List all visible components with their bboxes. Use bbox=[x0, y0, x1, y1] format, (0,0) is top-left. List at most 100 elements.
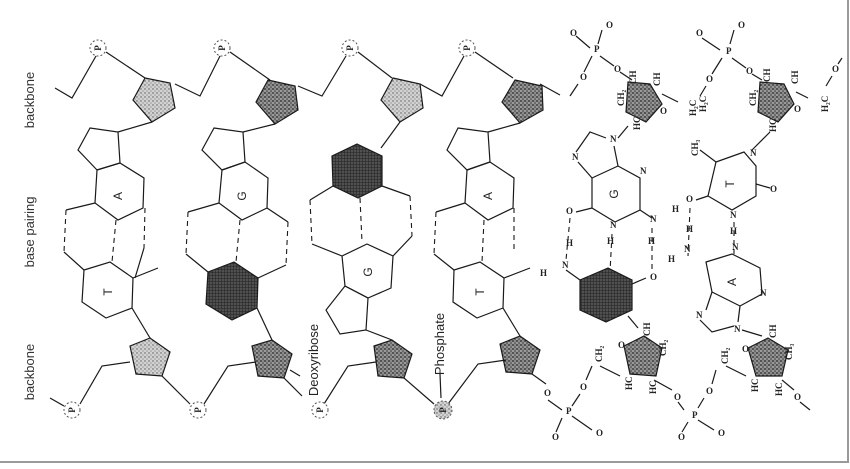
top-backbone: P P P P bbox=[54, 39, 561, 125]
label-deoxyribose: Deoxyribose bbox=[306, 324, 321, 396]
base-letter: A bbox=[725, 278, 739, 286]
svg-text:P: P bbox=[93, 45, 103, 51]
svg-text:O: O bbox=[794, 392, 801, 402]
svg-text:P: P bbox=[345, 45, 355, 51]
base-letter: A bbox=[481, 192, 495, 200]
cytosine-ring bbox=[331, 143, 383, 199]
deoxyribose-sugar bbox=[623, 335, 663, 377]
svg-text:HC: HC bbox=[774, 383, 784, 397]
base-letter: G bbox=[361, 267, 375, 276]
svg-text:O: O bbox=[696, 28, 703, 38]
svg-text:CH₂: CH₂ bbox=[594, 346, 604, 363]
svg-text:H: H bbox=[672, 204, 679, 214]
svg-text:O: O bbox=[570, 28, 577, 38]
base-letter: T bbox=[101, 288, 115, 296]
bottom-backbone: P P P P bbox=[49, 335, 547, 420]
svg-text:P: P bbox=[726, 46, 732, 56]
deoxyribose-sugar bbox=[747, 337, 789, 377]
svg-text:H: H bbox=[648, 236, 655, 246]
svg-text:H: H bbox=[540, 268, 547, 278]
svg-text:P: P bbox=[67, 407, 77, 413]
svg-text:P: P bbox=[315, 407, 325, 413]
svg-text:H₂C: H₂C bbox=[820, 96, 830, 112]
deoxyribose-sugar bbox=[501, 79, 544, 124]
cytosine-ring bbox=[205, 261, 259, 321]
svg-text:N: N bbox=[572, 152, 579, 162]
deoxyribose-sugar bbox=[373, 339, 413, 379]
svg-text:O: O bbox=[580, 382, 587, 392]
base-pair-C-G: G bbox=[309, 121, 413, 341]
svg-text:CH₃: CH₃ bbox=[690, 140, 700, 157]
svg-text:P: P bbox=[217, 45, 227, 51]
svg-text:H: H bbox=[668, 254, 675, 264]
svg-text:CH₃: CH₃ bbox=[784, 344, 794, 361]
svg-text:O: O bbox=[686, 194, 693, 204]
base-pair-A-T-2: A T bbox=[433, 122, 531, 337]
svg-text:CH: CH bbox=[652, 73, 662, 87]
deoxyribose-sugar bbox=[132, 77, 176, 123]
base-letter: G bbox=[607, 189, 621, 198]
svg-text:CH: CH bbox=[768, 325, 778, 339]
svg-text:H: H bbox=[730, 226, 737, 236]
svg-text:O: O bbox=[618, 340, 625, 350]
svg-text:O: O bbox=[770, 184, 777, 194]
svg-text:HC: HC bbox=[768, 119, 778, 133]
svg-text:N: N bbox=[734, 324, 741, 334]
svg-text:O: O bbox=[606, 20, 613, 30]
svg-text:O: O bbox=[566, 206, 573, 216]
svg-text:O: O bbox=[614, 64, 621, 74]
svg-text:HC: HC bbox=[750, 379, 760, 393]
svg-text:N: N bbox=[760, 288, 767, 298]
label-phosphate: Phosphate bbox=[432, 313, 447, 375]
svg-text:O: O bbox=[552, 432, 559, 442]
phosphate-group: P bbox=[189, 401, 207, 419]
svg-text:N: N bbox=[732, 242, 739, 252]
svg-text:P: P bbox=[462, 45, 472, 51]
svg-text:H₂C: H₂C bbox=[698, 96, 708, 112]
svg-text:N: N bbox=[730, 210, 737, 220]
base-pair-A-T: A T bbox=[63, 121, 159, 339]
label-base-pairing: base pairing bbox=[22, 197, 37, 268]
svg-text:H: H bbox=[686, 224, 693, 234]
svg-text:CH₂: CH₂ bbox=[720, 348, 730, 365]
deoxyribose-sugar bbox=[757, 81, 795, 123]
svg-text:CH₂: CH₂ bbox=[616, 90, 626, 107]
base-letter: T bbox=[473, 288, 487, 296]
svg-text:O: O bbox=[596, 428, 603, 438]
base-letter: A bbox=[111, 192, 125, 200]
svg-text:O: O bbox=[706, 74, 713, 84]
phosphate-group: P bbox=[433, 400, 453, 420]
svg-text:O: O bbox=[678, 432, 685, 442]
svg-text:N: N bbox=[696, 310, 703, 320]
phosphate-group: P bbox=[458, 39, 476, 57]
svg-text:P: P bbox=[692, 410, 698, 420]
label-bottom-backbone: backbone bbox=[22, 344, 37, 400]
phosphate-group: P bbox=[341, 39, 359, 57]
svg-text:HC: HC bbox=[624, 377, 634, 391]
phosphate-group: P bbox=[63, 401, 81, 419]
svg-text:P: P bbox=[566, 406, 572, 416]
base-letter: T bbox=[723, 180, 737, 188]
svg-text:CH₂: CH₂ bbox=[748, 90, 758, 107]
svg-text:O: O bbox=[544, 388, 551, 398]
base-pair-G-C: G bbox=[185, 123, 289, 341]
deoxyribose-sugar bbox=[255, 79, 299, 125]
frame-border-bottom bbox=[0, 461, 849, 463]
svg-text:N: N bbox=[562, 260, 569, 270]
svg-text:CH: CH bbox=[762, 69, 772, 83]
svg-text:O: O bbox=[746, 66, 753, 76]
label-top-backbone: backbone bbox=[22, 72, 37, 128]
svg-text:N: N bbox=[650, 214, 657, 224]
chemical-pair-G-C: O O P O O CH CH CH₂ HC O H₂C N N N G O N… bbox=[540, 20, 698, 442]
svg-text:H₂C: H₂C bbox=[688, 100, 698, 116]
svg-text:O: O bbox=[706, 386, 713, 396]
svg-text:N: N bbox=[610, 134, 617, 144]
svg-text:O: O bbox=[718, 428, 725, 438]
svg-text:O: O bbox=[832, 64, 839, 74]
deoxyribose-sugar bbox=[129, 337, 171, 377]
svg-text:N: N bbox=[640, 166, 647, 176]
svg-text:O: O bbox=[674, 392, 681, 402]
svg-text:P: P bbox=[594, 44, 600, 54]
